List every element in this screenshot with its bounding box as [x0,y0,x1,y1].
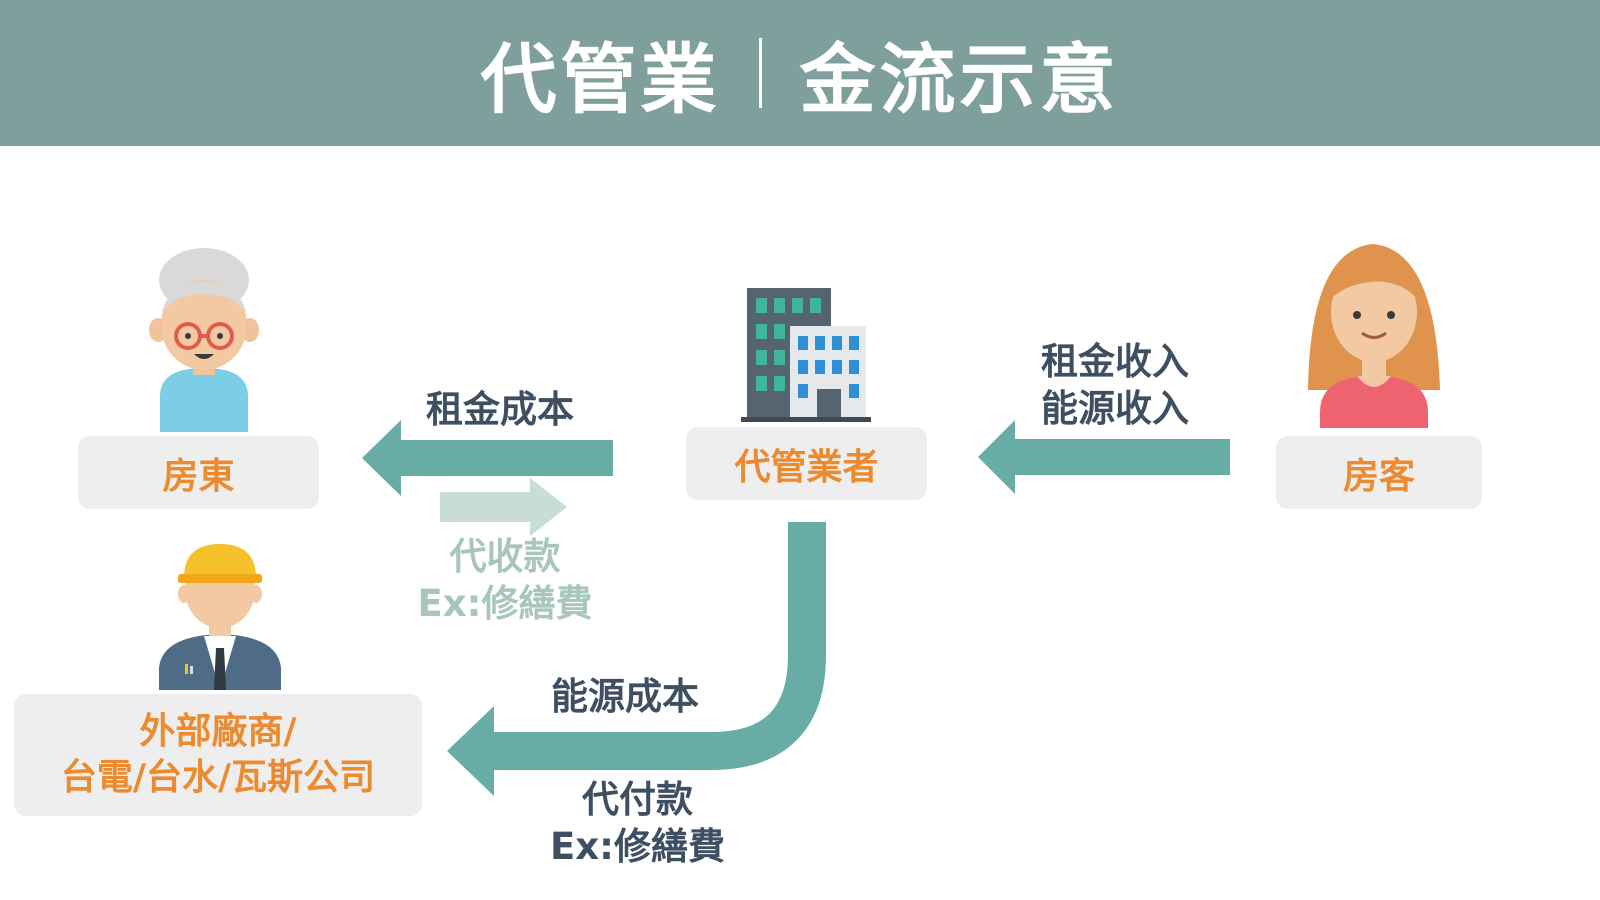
page-title: 代管業 金流示意 [0,0,1600,146]
flow-rent-cost: 租金成本 [426,388,574,431]
node-manager: 代管業者 [686,427,927,500]
header-bar [0,0,1600,146]
flow-payment-label: 代付款 Ex:修繕費 [525,776,750,870]
flow-rent-income: 租金收入 [1041,340,1189,383]
flow-manager-to-landlord-label: 租金成本 [390,386,610,433]
node-tenant: 房客 [1276,436,1482,509]
young-woman-icon [1308,244,1440,428]
title-separator [758,38,762,108]
node-tenant-label: 房客 [1342,455,1415,497]
arrow-manager-to-vendor [447,522,826,796]
elderly-woman-icon [149,248,259,432]
flow-payment-example: Ex:修繕費 [550,825,725,868]
title-left: 代管業 [480,35,721,124]
flow-energy-cost-label: 能源成本 [520,673,730,720]
flow-collection: 代收款 [449,535,561,578]
arrow-collection-faded [440,478,567,536]
node-landlord: 房東 [78,436,319,509]
title-right: 金流示意 [799,35,1120,124]
flow-collection-example: Ex:修繕費 [417,582,593,625]
flow-energy-cost: 能源成本 [551,675,699,718]
flow-tenant-to-manager-label: 租金收入 能源收入 [1000,338,1230,432]
arrow-manager-to-landlord [362,420,613,496]
flow-payment: 代付款 [582,778,693,821]
office-building-icon [741,288,871,422]
node-vendor-label-line2: 台電/台水/瓦斯公司 [60,757,376,798]
arrow-tenant-to-manager [978,420,1230,494]
node-landlord-label: 房東 [162,455,235,497]
flow-energy-income: 能源收入 [1041,387,1189,430]
worker-hardhat-icon [159,544,281,690]
node-vendor: 外部廠商/ 台電/台水/瓦斯公司 [14,694,422,816]
node-vendor-label-line1: 外部廠商/ [139,711,297,752]
flow-collection-label: 代收款 Ex:修繕費 [395,533,615,627]
node-manager-label: 代管業者 [734,446,879,488]
